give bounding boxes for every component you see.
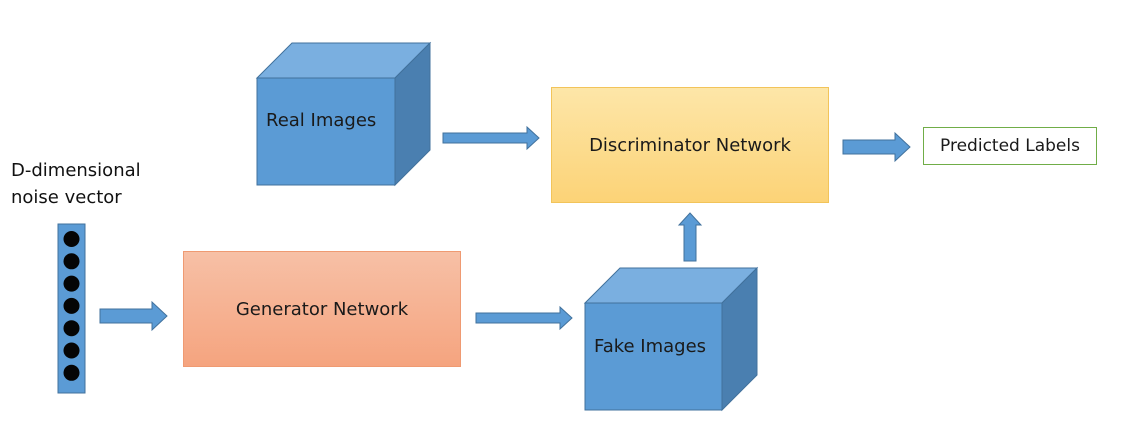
fake-images-cube (583, 266, 759, 412)
fake-images-cube-front (584, 302, 723, 411)
real-images-cube (255, 41, 432, 187)
discriminator-network-box: Discriminator Network (551, 87, 829, 203)
generator-network-label: Generator Network (235, 298, 409, 320)
predicted-labels-box: Predicted Labels (923, 127, 1097, 165)
arrow-generator-to-fake (475, 305, 573, 331)
noise-vector (57, 223, 86, 394)
real-images-label: Real Images (266, 110, 377, 131)
arrow-real-to-discriminator (442, 125, 540, 151)
discriminator-network-label: Discriminator Network (589, 134, 791, 156)
noise-vector-dot (63, 253, 80, 270)
arrow-fake-to-discriminator (677, 212, 703, 262)
arrow-discriminator-to-predicted (842, 131, 911, 163)
noise-vector-label: D-dimensional noise vector (11, 157, 141, 211)
noise-vector-dot (63, 320, 80, 337)
noise-vector-dot (63, 231, 80, 247)
noise-vector-dot (63, 297, 80, 314)
noise-vector-label-line2: noise vector (11, 187, 122, 208)
fake-images-label: Fake Images (594, 336, 707, 357)
noise-vector-dot (63, 342, 80, 359)
noise-vector-dot (63, 364, 80, 381)
predicted-labels-label: Predicted Labels (940, 136, 1080, 156)
noise-vector-label-line1: D-dimensional (11, 160, 141, 181)
noise-vector-dot (63, 275, 80, 292)
real-images-cube-front (256, 77, 396, 186)
arrow-noise-to-generator (99, 300, 168, 332)
generator-network-box: Generator Network (183, 251, 461, 367)
